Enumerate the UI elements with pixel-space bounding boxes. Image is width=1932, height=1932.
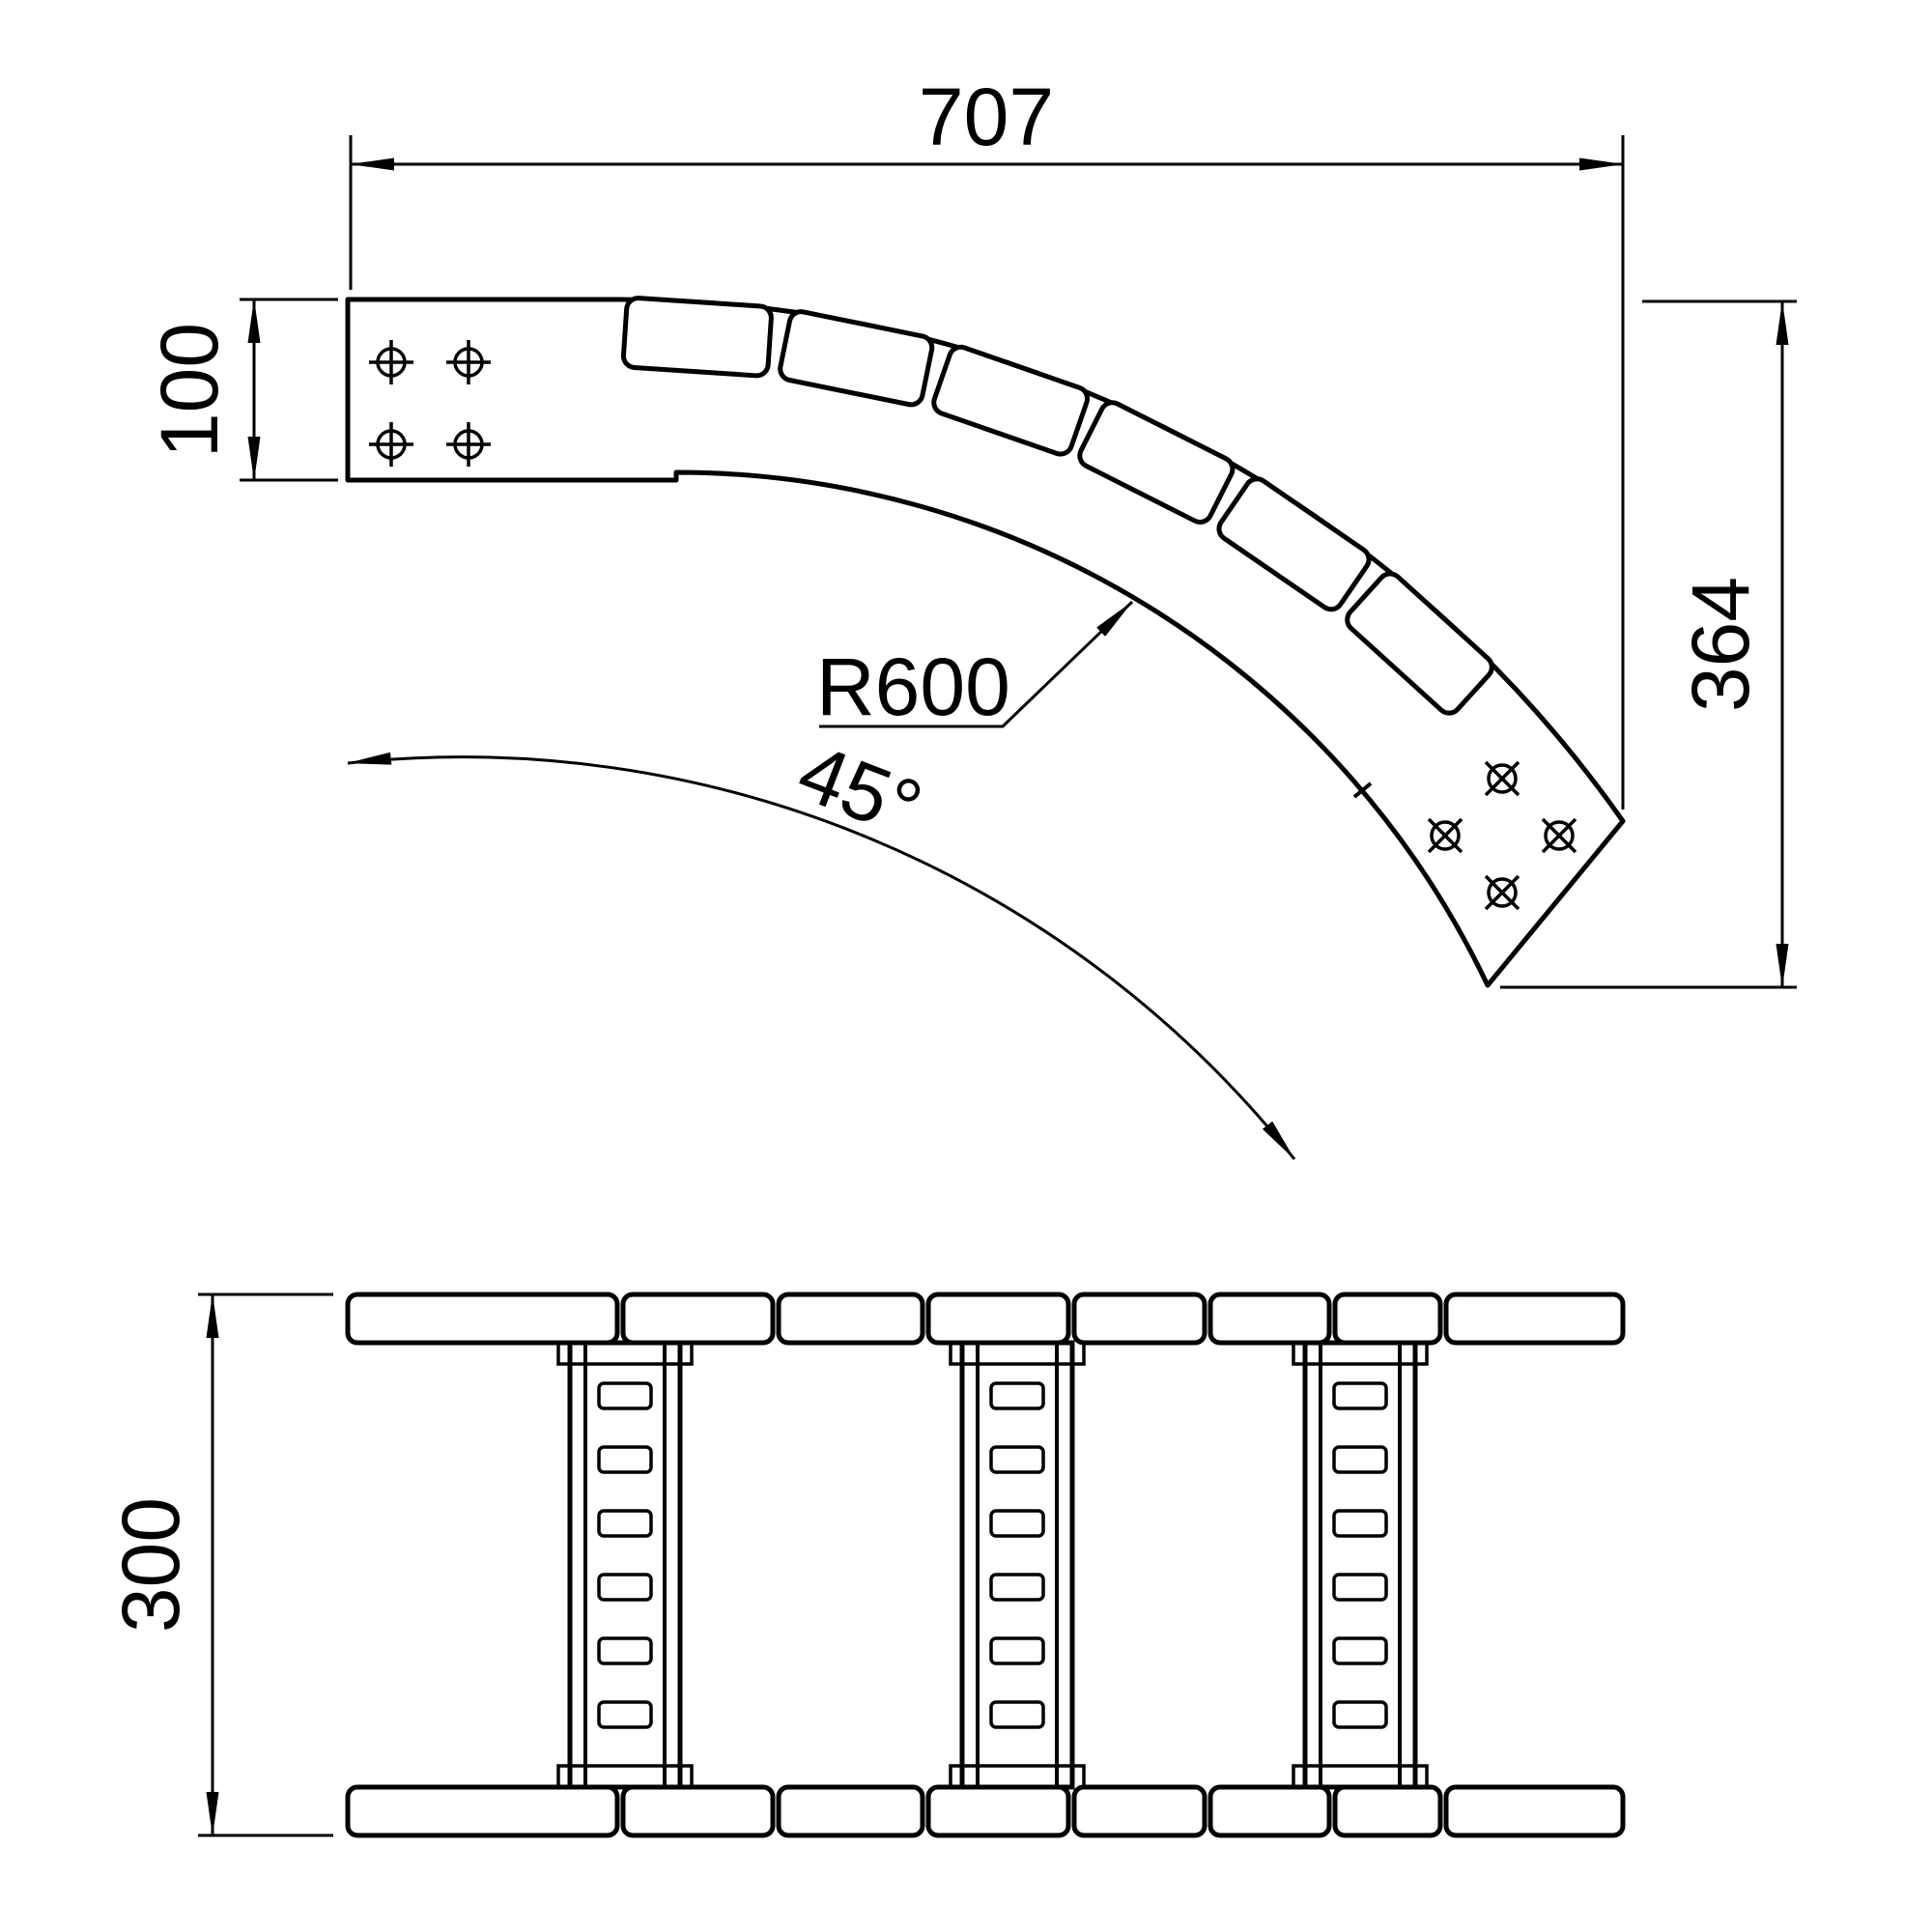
dimension-value: 100: [144, 323, 235, 458]
rung-slot: [989, 1636, 1045, 1665]
rung-slot: [1332, 1700, 1388, 1729]
flange-hole: [1541, 817, 1577, 854]
rail-segment: [1208, 1784, 1332, 1838]
rung-slot: [1332, 1509, 1388, 1538]
rail-segment: [345, 1292, 620, 1346]
flange-hole: [1484, 874, 1520, 911]
rung-slot: [1332, 1636, 1388, 1665]
bend-segment-plates: [620, 296, 1494, 716]
radius-leader: R600: [816, 600, 1134, 732]
rung-slot: [989, 1509, 1045, 1538]
bend-segment: [1345, 571, 1494, 716]
rung-slot: [1332, 1445, 1388, 1474]
segment-plate: [1345, 571, 1494, 716]
right-flange-holes: [1427, 760, 1577, 911]
rail-segment: [1071, 1292, 1208, 1346]
rung-slot: [597, 1445, 653, 1474]
top-view: 707 100 364 R600 45°: [144, 71, 1797, 1160]
dimension-overall-depth: 364: [1500, 299, 1797, 989]
rung-slot: [1332, 1573, 1388, 1602]
rail-segment: [925, 1292, 1071, 1346]
flange-hole: [446, 340, 491, 384]
dimension-end-width: 100: [144, 298, 338, 482]
flange-hole: [1427, 817, 1463, 854]
rung-slot: [597, 1509, 653, 1538]
rail-segment: [1332, 1292, 1443, 1346]
rung-bracket: [556, 1343, 694, 1366]
rung: [556, 1340, 694, 1790]
rail-segment: [345, 1784, 620, 1838]
bottom-rail: [345, 1784, 1626, 1838]
rung-slot: [597, 1636, 653, 1665]
segment-plate: [1077, 400, 1236, 525]
rail-segment: [776, 1292, 925, 1346]
flange-hole: [369, 422, 413, 467]
rung-slot: [989, 1381, 1045, 1410]
angle-arc: [347, 752, 1296, 1160]
left-flange-holes: [369, 340, 491, 467]
bend-segment: [620, 296, 774, 379]
rung-slot: [989, 1445, 1045, 1474]
front-view: 300: [105, 1292, 1626, 1838]
rung-slot: [597, 1573, 653, 1602]
segment-plate: [778, 309, 935, 408]
rung-bracket: [556, 1764, 694, 1787]
rung-bracket: [949, 1764, 1086, 1787]
dimension-value: 300: [105, 1497, 196, 1633]
dimension-value: 707: [919, 71, 1054, 162]
segment-plate: [931, 344, 1091, 457]
rail-segment: [1332, 1784, 1443, 1838]
rail-segment: [925, 1784, 1071, 1838]
inner-joint-line: [1352, 781, 1373, 799]
rung-slot: [989, 1573, 1045, 1602]
rung-bracket: [1292, 1764, 1429, 1787]
rail-segment: [1208, 1292, 1332, 1346]
rail-segment: [620, 1784, 776, 1838]
rung-bracket: [949, 1343, 1086, 1366]
rail-segment: [776, 1784, 925, 1838]
rung: [949, 1340, 1086, 1790]
ladder-rungs: [556, 1340, 1429, 1790]
dimension-value: 364: [1675, 577, 1766, 712]
rung-slot: [597, 1381, 653, 1410]
flange-hole: [1484, 760, 1520, 797]
flange-hole: [369, 340, 413, 384]
rail-segment: [1071, 1784, 1208, 1838]
flange-hole: [446, 422, 491, 467]
rung-slot: [989, 1700, 1045, 1729]
rung-slot: [1332, 1381, 1388, 1410]
rail-segment: [1443, 1292, 1626, 1346]
rail-segment: [620, 1292, 776, 1346]
rung-slot: [597, 1700, 653, 1729]
top-rail: [345, 1292, 1626, 1346]
dimension-overall-width: 707: [349, 71, 1625, 810]
rung: [1292, 1340, 1429, 1790]
radius-label: R600: [816, 641, 1010, 732]
bend-segment: [1077, 400, 1236, 525]
segment-plate: [620, 296, 774, 379]
bend-segment: [931, 344, 1091, 457]
dimension-ladder-width: 300: [105, 1293, 333, 1837]
segment-plate: [1216, 476, 1372, 612]
rail-segment: [1443, 1784, 1626, 1838]
bend-segment: [1216, 476, 1372, 612]
leader-line: [819, 600, 1134, 728]
bend-segment: [778, 309, 935, 408]
rung-bracket: [1292, 1343, 1429, 1366]
